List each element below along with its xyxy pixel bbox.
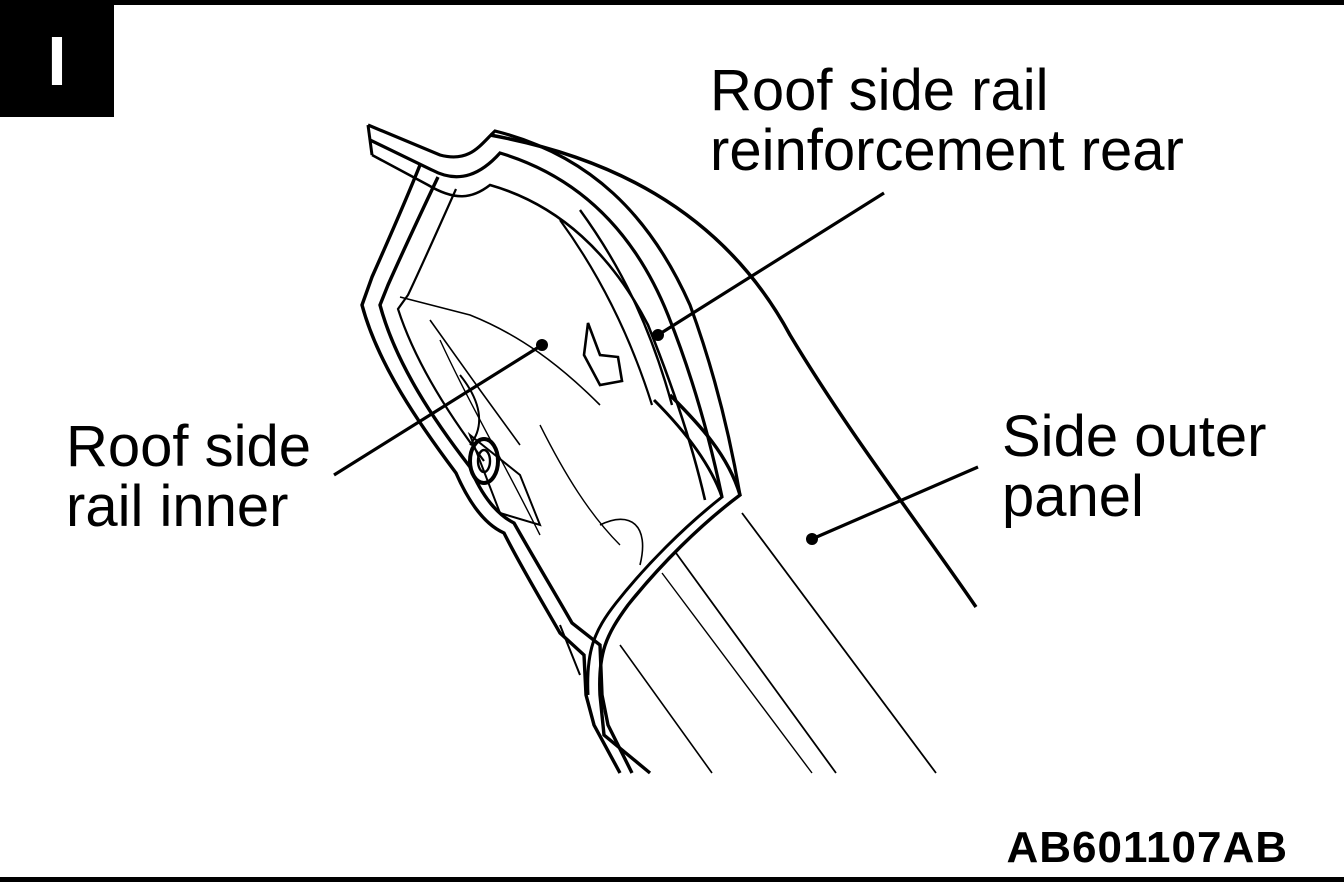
- leader-line-rail-inner: [333, 343, 543, 477]
- leader-dot-reinforcement: [652, 329, 664, 341]
- leader-line-reinforcement: [657, 191, 885, 337]
- leader-dot-rail-inner: [536, 339, 548, 351]
- leader-dot-outer-panel: [806, 533, 818, 545]
- label-line: Roof side: [66, 414, 312, 479]
- rail-inner-part: [360, 164, 742, 775]
- reinforcement-rear-part: [366, 123, 742, 501]
- outer-panel-line-1: [741, 512, 937, 774]
- leader-line-outer-panel: [811, 465, 979, 541]
- label-line: Roof side rail: [710, 58, 1049, 123]
- section-tag: I: [0, 5, 114, 117]
- roof-side-rail-illustration: [333, 123, 979, 775]
- label-roof-side-rail-reinforcement-rear: Roof side rail reinforcement rear: [710, 61, 1184, 181]
- outer-panel-line-4: [619, 644, 713, 774]
- label-roof-side-rail-inner: Roof side rail inner: [66, 417, 311, 537]
- side-outer-panel-edge: [489, 133, 978, 608]
- outer-panel-line-3: [661, 572, 813, 774]
- label-line: rail inner: [66, 474, 289, 539]
- label-line: panel: [1002, 464, 1144, 529]
- label-side-outer-panel: Side outer panel: [1002, 407, 1266, 527]
- figure-code: AB601107AB: [1006, 823, 1288, 872]
- label-line: Side outer: [1002, 404, 1267, 469]
- outer-panel-line-2: [675, 552, 837, 774]
- label-line: reinforcement rear: [710, 118, 1184, 183]
